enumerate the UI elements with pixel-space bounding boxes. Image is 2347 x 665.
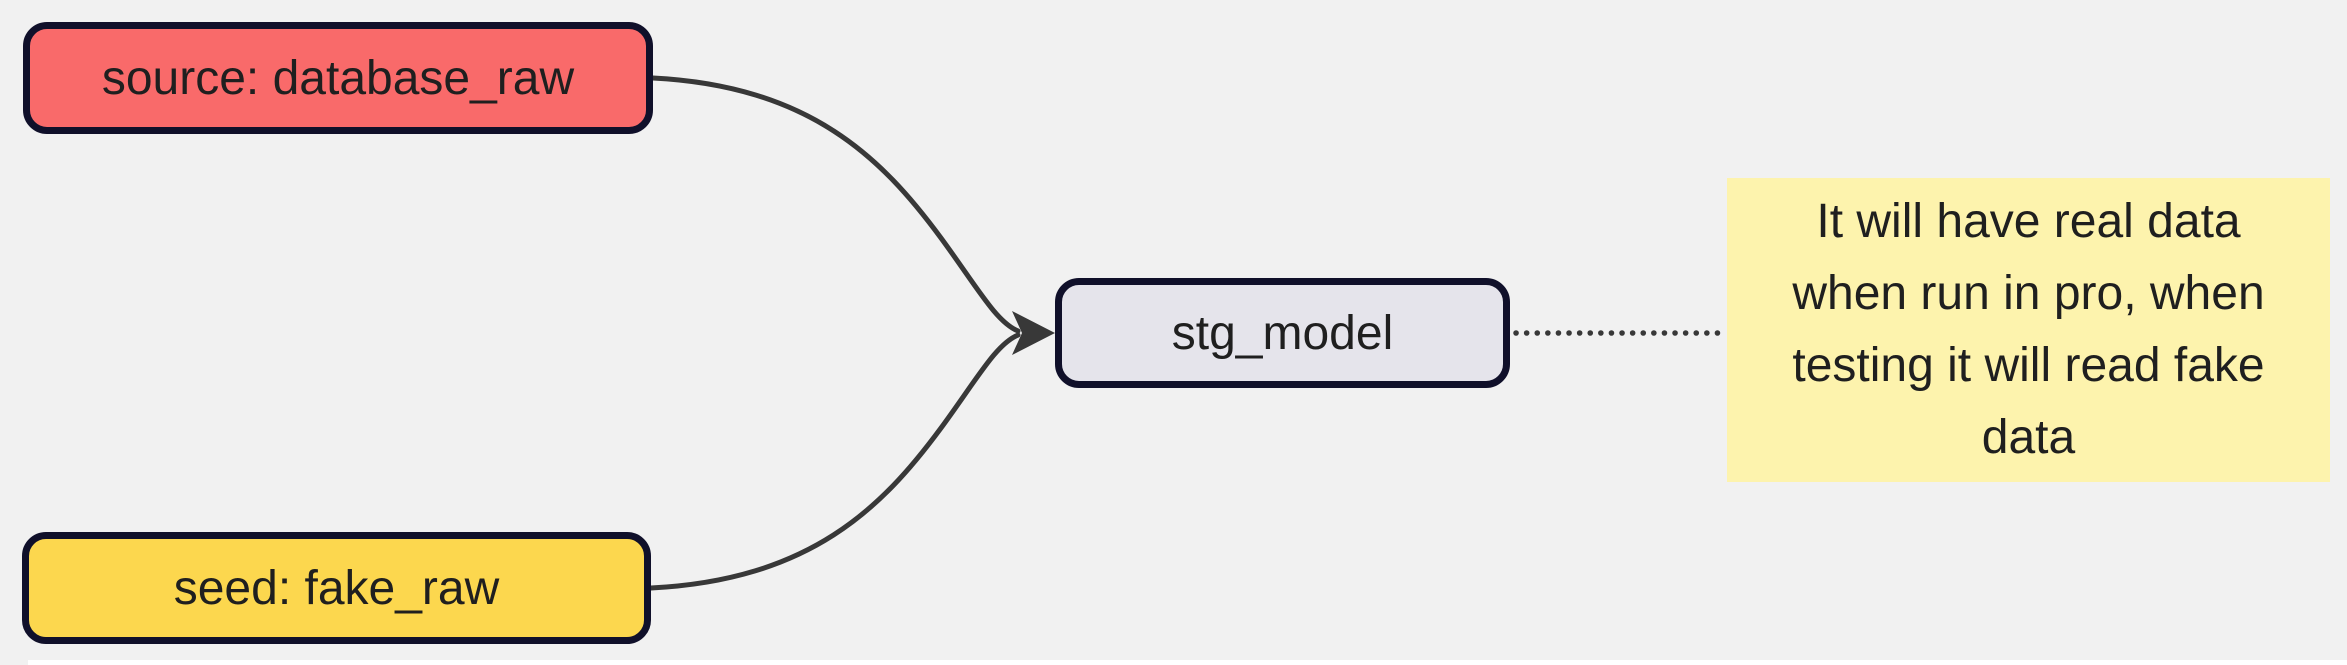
bottom-edge-strip <box>28 660 2347 665</box>
arrowhead-icon <box>1012 311 1055 355</box>
edge-source-to-stg <box>650 75 1021 334</box>
edge-seed-to-stg <box>648 332 1021 591</box>
node-seed-label: seed: fake_raw <box>173 561 500 615</box>
node-source-label: source: database_raw <box>101 51 575 105</box>
node-stg-model: stg_model <box>1055 278 1510 388</box>
node-seed-fake-raw: seed: fake_raw <box>22 532 651 644</box>
node-stg-model-label: stg_model <box>1171 306 1394 360</box>
node-source-database-raw: source: database_raw <box>23 22 653 134</box>
note-box: It will have real data when run in pro, … <box>1727 178 2330 482</box>
note-text: It will have real data when run in pro, … <box>1792 195 2265 464</box>
